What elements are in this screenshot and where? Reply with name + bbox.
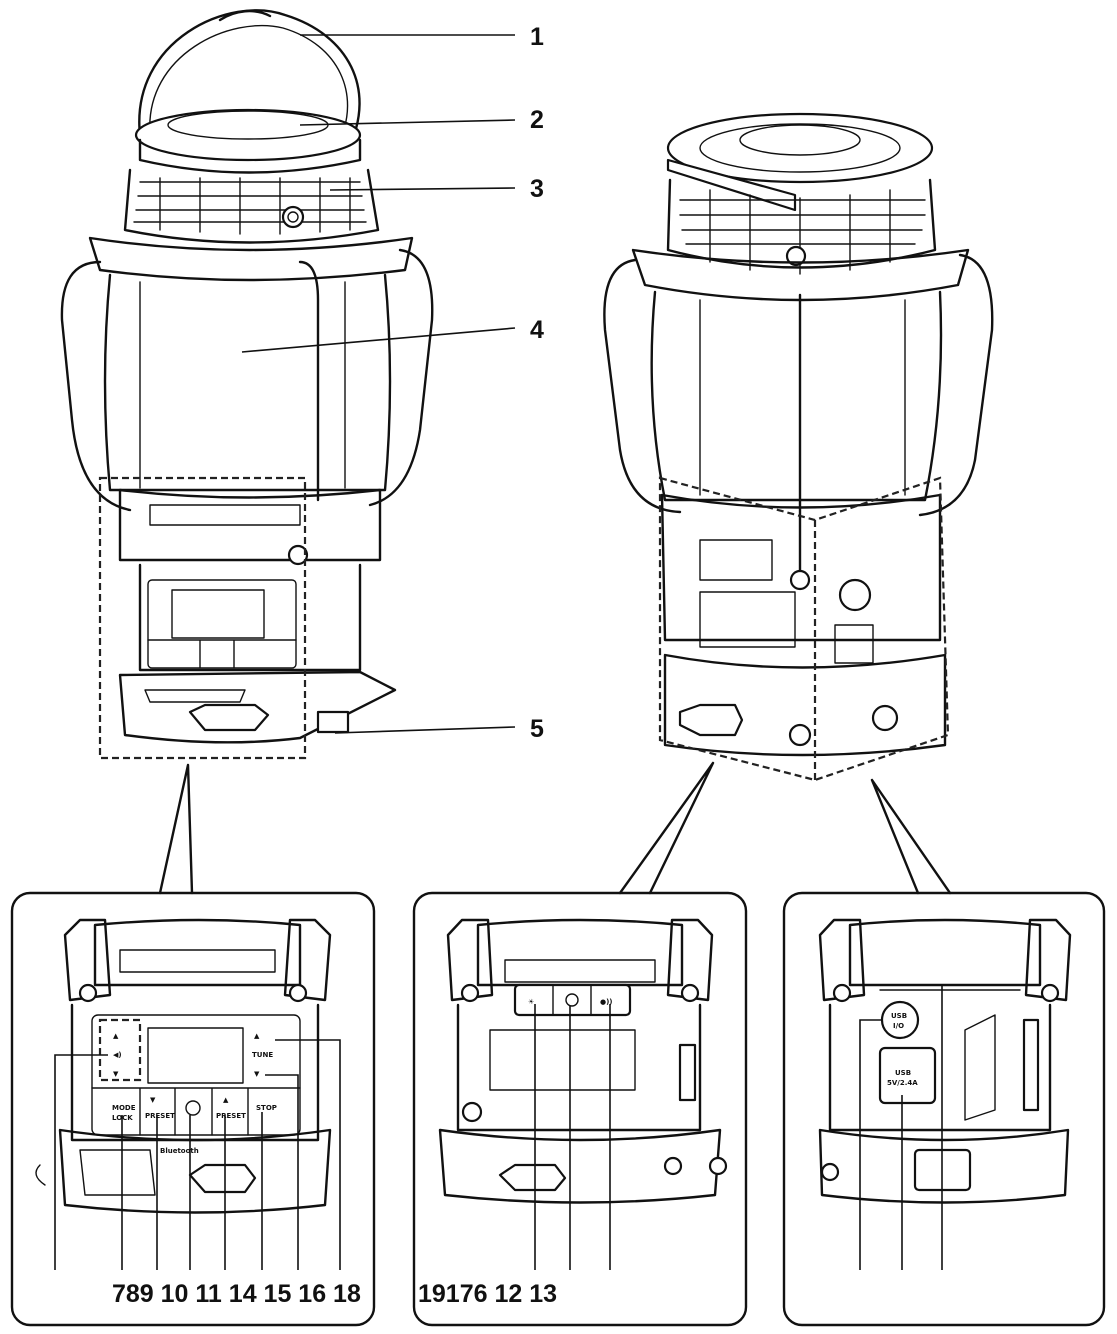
svg-text:☀: ☀ xyxy=(528,998,534,1006)
svg-text:▼: ▼ xyxy=(254,1070,260,1078)
usb-io-label: USB xyxy=(891,1012,907,1020)
zoom-connectors xyxy=(158,761,952,895)
callout-4: 4 xyxy=(530,316,544,344)
lens-globe xyxy=(103,273,392,492)
bluetooth-label: Bluetooth xyxy=(160,1147,199,1155)
preset-right-label: PRESET xyxy=(216,1112,246,1120)
tune-label: TUNE xyxy=(252,1051,273,1059)
vent-head xyxy=(123,168,380,244)
svg-text:▲: ▲ xyxy=(223,1096,229,1104)
preset-left-label: PRESET xyxy=(145,1112,175,1120)
detail-panel-side: ☀ ●)) 19176 12 13 xyxy=(412,891,748,1327)
svg-text:I/O: I/O xyxy=(893,1022,904,1030)
usb-5v-label: USB xyxy=(895,1069,911,1077)
svg-text:▼: ▼ xyxy=(150,1096,156,1104)
callout-3: 3 xyxy=(530,175,544,203)
svg-text:▼: ▼ xyxy=(113,1070,119,1078)
stop-label: STOP xyxy=(256,1104,277,1112)
callout-group-front: 789 10 11 14 15 16 18 xyxy=(112,1280,361,1308)
detail-panel-usb: USB I/O USB 5V/2.4A xyxy=(782,891,1106,1327)
callout-5: 5 xyxy=(530,715,544,743)
right-lantern xyxy=(603,112,994,782)
svg-text:●)): ●)) xyxy=(600,998,613,1006)
svg-text:◀): ◀) xyxy=(113,1051,122,1059)
svg-text:MODE: MODE xyxy=(112,1104,136,1112)
detail-panel-front: ▲ ◀) ▼ ▲ TUNE ▼ MODE LOCK ▼ PRESET ▲ PRE… xyxy=(10,891,376,1327)
callout-1: 1 xyxy=(530,23,544,51)
left-lantern xyxy=(60,9,434,760)
callout-2: 2 xyxy=(530,106,544,134)
top-lid xyxy=(134,108,362,162)
right-callouts: 1 2 3 4 5 xyxy=(241,23,544,743)
carry-handle xyxy=(138,9,361,147)
svg-text:5V/2.4A: 5V/2.4A xyxy=(887,1079,918,1087)
callout-group-side: 19176 12 13 xyxy=(418,1280,557,1308)
front-panel-zoom-box xyxy=(98,476,307,760)
svg-text:▲: ▲ xyxy=(254,1032,260,1040)
svg-text:▲: ▲ xyxy=(113,1032,119,1040)
